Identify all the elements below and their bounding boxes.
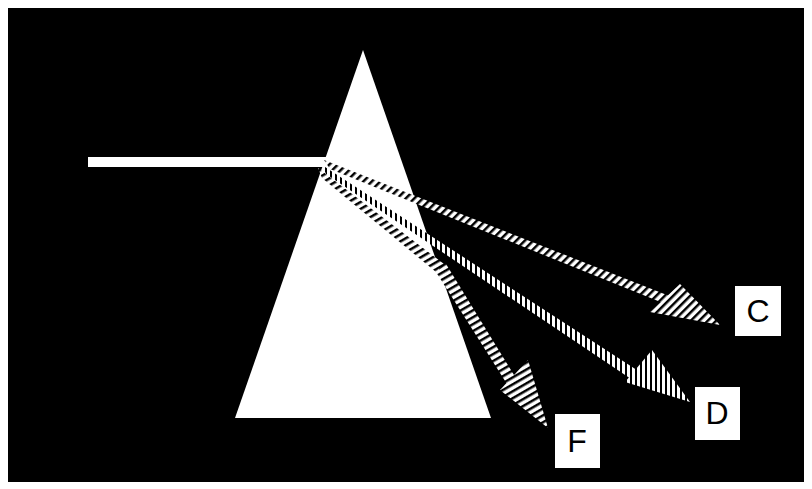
arrowhead-f bbox=[500, 360, 548, 428]
ray-label: C bbox=[746, 295, 769, 327]
ray-label: D bbox=[705, 397, 728, 429]
ray-f bbox=[436, 264, 522, 392]
ray-f-inside bbox=[318, 168, 444, 272]
ray-label: F bbox=[567, 425, 587, 457]
ray-d bbox=[322, 165, 646, 385]
arrowhead-c bbox=[650, 284, 720, 325]
ray-label-box: D bbox=[695, 387, 740, 440]
arrowhead-d bbox=[625, 350, 690, 402]
prism bbox=[235, 50, 491, 418]
ray-label-box: C bbox=[735, 286, 781, 336]
ray-label-box: F bbox=[555, 414, 600, 468]
incident-beam bbox=[88, 157, 326, 167]
